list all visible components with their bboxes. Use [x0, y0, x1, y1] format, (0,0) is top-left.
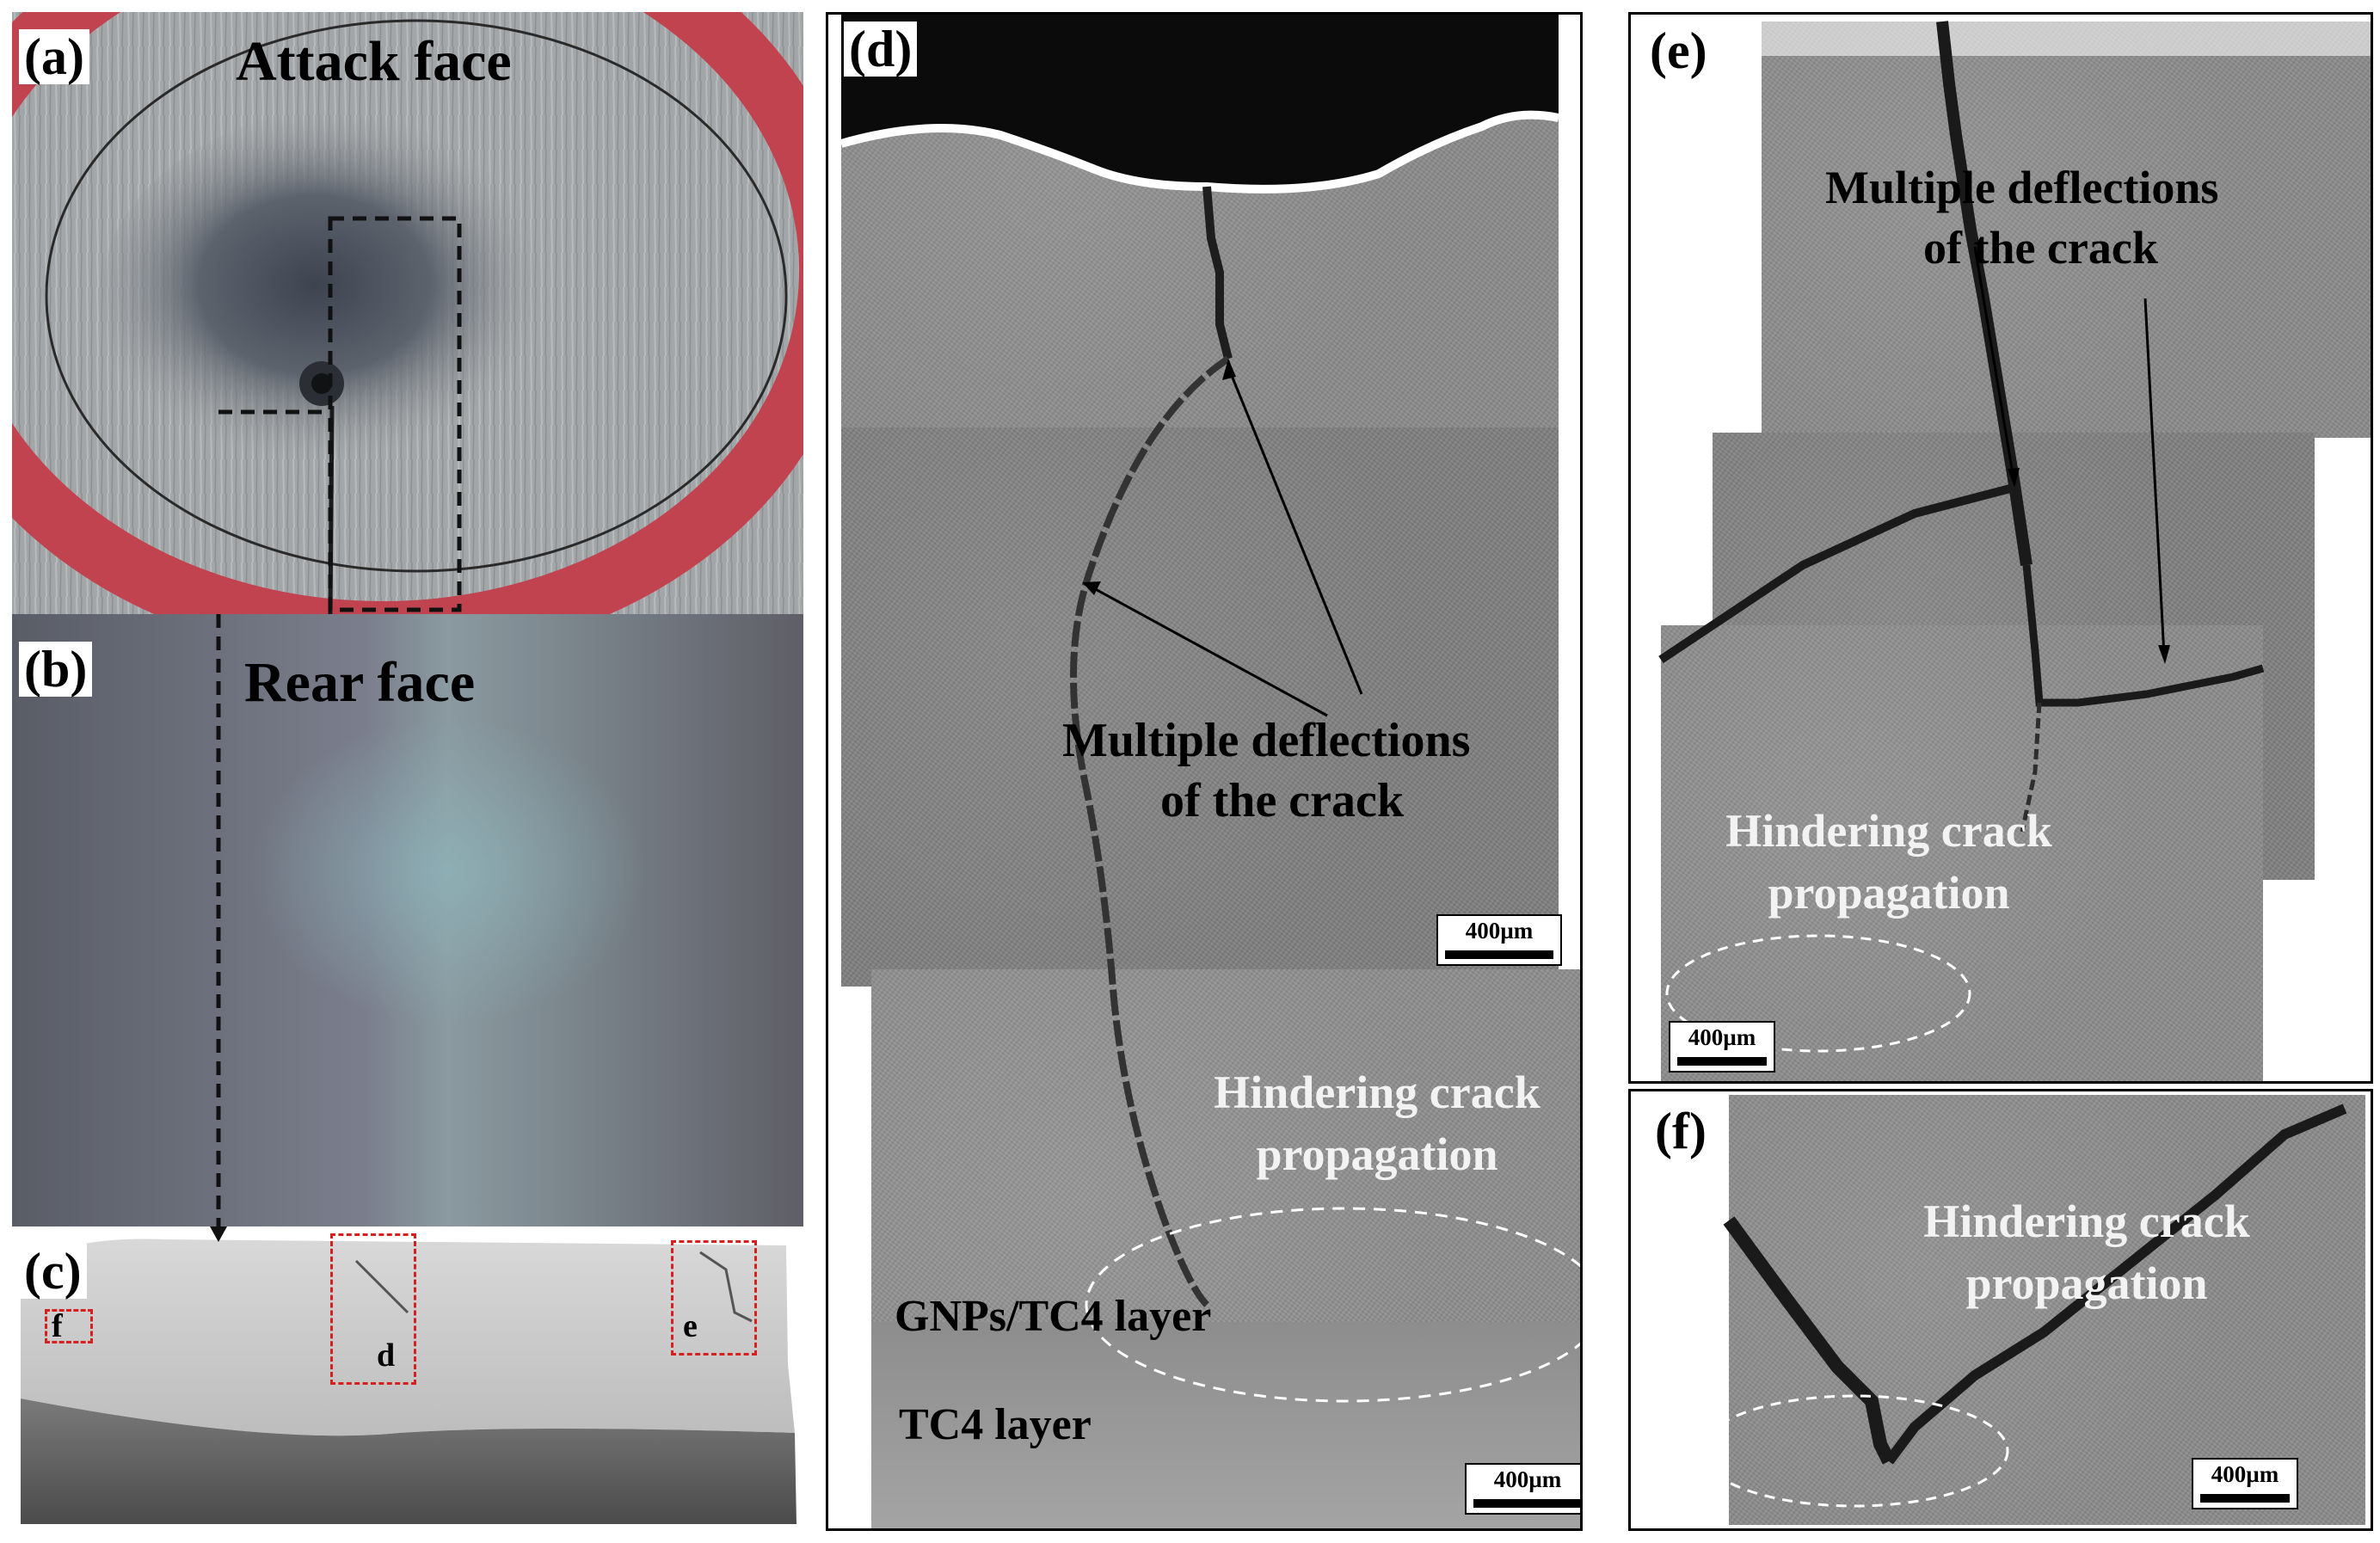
tc4-layer-label: TC4 layer [899, 1400, 1092, 1449]
panel-d-scalebar-bottom-bar [1473, 1499, 1580, 1508]
panel-f-scalebar-text: 400µm [2211, 1461, 2279, 1487]
panel-e-sem: (e) Multiple deflections of the crack Hi… [1631, 15, 2371, 1081]
panel-f-sem: (f) Hindering crack propagation 400µm [1631, 1091, 2371, 1528]
sem-tile-middle [841, 427, 1559, 987]
panel-d-deflection-line2: of the crack [1160, 774, 1405, 827]
panel-e-scalebar: 400µm [1669, 1021, 1775, 1073]
panel-c-label: (c) [19, 1244, 87, 1299]
panel-d-label: (d) [844, 22, 918, 77]
panel-f-hinder-line2: propagation [1965, 1257, 2208, 1309]
region-e-box [671, 1240, 757, 1356]
panel-e-scalebar-bar [1677, 1057, 1767, 1066]
panel-d-scalebar-bottom: 400µm [1465, 1463, 1580, 1515]
panel-b-rear-face-photo: (b) Rear face [12, 614, 803, 1226]
panel-d-frame: (d) Multiple deflections of the crack Hi… [826, 12, 1583, 1531]
region-d-tag: d [377, 1337, 396, 1374]
panel-a-label: (a) [19, 29, 89, 84]
panel-d-sem: (d) Multiple deflections of the crack Hi… [828, 15, 1580, 1528]
panel-f-scalebar: 400µm [2192, 1458, 2298, 1509]
panel-d-hinder-line2: propagation [1256, 1128, 1498, 1180]
panel-f-frame: (f) Hindering crack propagation 400µm [1628, 1089, 2373, 1531]
panel-e-scalebar-text: 400µm [1688, 1024, 1756, 1050]
panel-f-label: (f) [1650, 1103, 1712, 1159]
panel-e-deflection-line1: Multiple deflections [1825, 162, 2219, 213]
region-f-box [45, 1309, 93, 1343]
panel-d-hinder-line1: Hindering crack [1214, 1067, 1541, 1118]
gnps-tc4-layer-label: GNPs/TC4 layer [895, 1292, 1212, 1341]
sample-drawing [21, 1226, 796, 1524]
sem-tile-f [1729, 1095, 2365, 1525]
attack-face-title: Attack face [236, 30, 512, 93]
panel-d-scalebar-bottom-text: 400µm [1493, 1466, 1562, 1492]
panel-b-label: (b) [19, 642, 93, 697]
sem-tile-e1 [1762, 22, 2371, 438]
panel-e-hinder-line1: Hindering crack [1725, 805, 2052, 857]
region-d-box [330, 1233, 416, 1385]
panel-e-crack-overlay [1658, 21, 2371, 1053]
region-e-tag: e [683, 1308, 698, 1344]
panel-e-label: (e) [1645, 23, 1713, 78]
panel-e-hinder-line2: propagation [1768, 867, 2010, 919]
panel-a-attack-face-photo: (a) Attack face [12, 12, 803, 614]
panel-d-scalebar-top: 400µm [1436, 914, 1562, 966]
panel-e-frame: (e) Multiple deflections of the crack Hi… [1628, 12, 2373, 1084]
attack-face-drawing [12, 12, 803, 614]
panel-f-scalebar-bar [2200, 1494, 2290, 1503]
panel-e-deflection-line2: of the crack [1923, 222, 2158, 274]
panel-f-hinder-line1: Hindering crack [1923, 1196, 2250, 1247]
panel-d-scalebar-top-bar [1445, 950, 1553, 959]
sem-tile-e3 [1661, 625, 2263, 1081]
panel-c-sample-photo: (c) f d e [12, 1226, 803, 1531]
sem-tc4-band [871, 1322, 1580, 1528]
panel-f-crack-overlay [1700, 1103, 2347, 1508]
rear-face-drawing [12, 614, 803, 1226]
region-f-tag: f [52, 1308, 63, 1344]
panel-d-deflection-line1: Multiple deflections [1062, 714, 1471, 767]
panel-d-scalebar-top-text: 400µm [1465, 918, 1534, 944]
rear-face-title: Rear face [244, 651, 476, 714]
panel-d-crack-overlay [839, 15, 1580, 1403]
